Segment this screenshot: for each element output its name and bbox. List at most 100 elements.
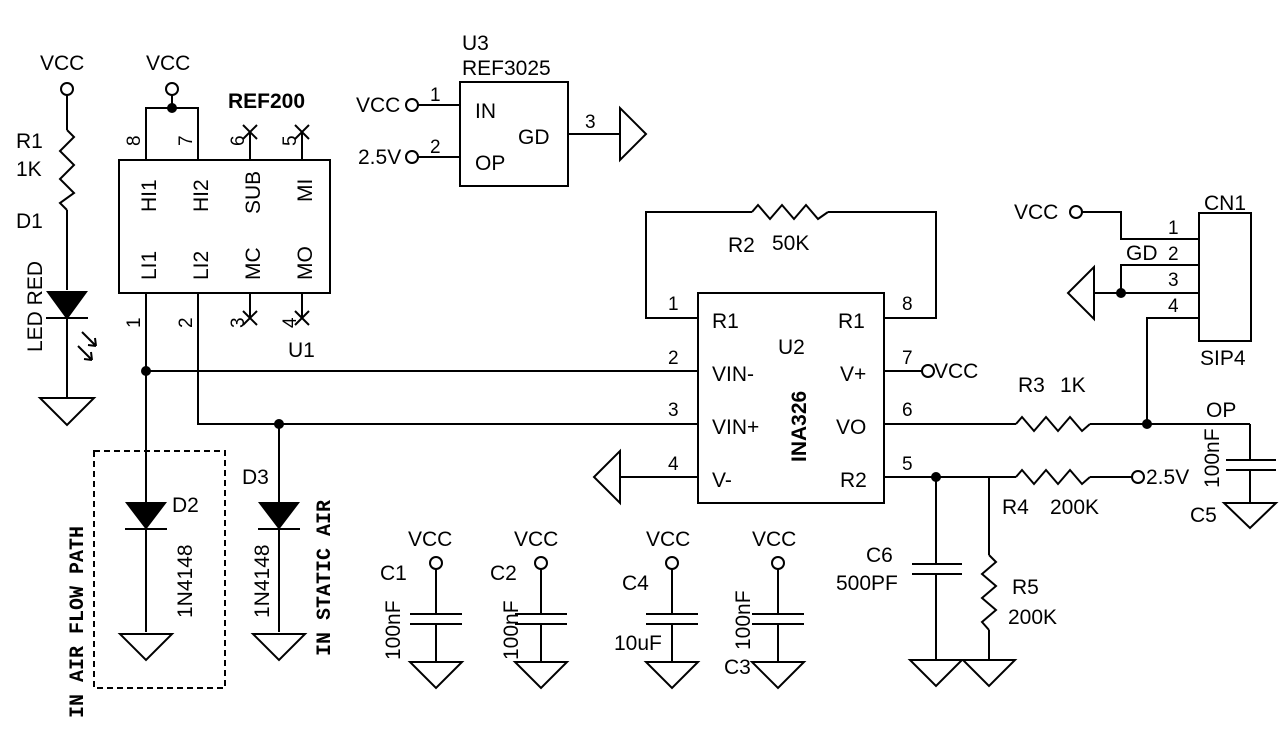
output-network: R3 1K OP 100nF C5 2.5V R4 200K C6 500PF	[836, 374, 1279, 688]
c3-value: 100nF	[732, 590, 755, 650]
u1-ref: U1	[288, 339, 315, 362]
cn1-pin1: 1	[1168, 218, 1179, 239]
ground-c3	[749, 661, 807, 690]
c5-value: 100nF	[1201, 428, 1224, 488]
u3-label-op: OP	[475, 152, 505, 175]
u2-label-r1-right: R1	[838, 310, 865, 333]
vcc-terminal-c2	[534, 556, 548, 570]
u2-pin3: 3	[668, 400, 679, 421]
v25-label-u3: 2.5V	[358, 146, 401, 169]
u2-pin7: 7	[902, 348, 913, 369]
u1-name: REF200	[228, 90, 305, 113]
cn1-body	[1198, 212, 1252, 342]
u2-name: INA326	[788, 391, 811, 462]
led-branch: VCC R1 1K D1 LED RED	[16, 52, 97, 427]
v25-terminal-r4	[1131, 470, 1145, 484]
r5-ref: R5	[1012, 576, 1039, 599]
cn1-ref: CN1	[1204, 192, 1246, 215]
r3-value: 1K	[1060, 374, 1086, 397]
d3-ref: D3	[242, 466, 269, 489]
note-static-air: IN STATIC AIR	[314, 500, 337, 656]
connector-cn1: CN1 SIP4 1 2 3 4 VCC GD	[1014, 192, 1252, 424]
u3-ref: U3	[462, 32, 489, 55]
vcc-terminal-c1	[429, 556, 443, 570]
air-flow-boundary	[93, 450, 226, 689]
d2-ref: D2	[172, 494, 199, 517]
ground-c1	[407, 661, 465, 690]
u3-label-gd: GD	[518, 126, 550, 149]
u2-label-vin-minus: VIN-	[712, 363, 754, 386]
diode-d3	[257, 502, 301, 530]
nc-mark-pin3	[242, 310, 258, 326]
u3-label-in: IN	[475, 100, 496, 123]
ina326-u2: U2 INA326 R1 VIN- VIN+ V- R1 V+ VO R2 1 …	[592, 203, 978, 506]
u3-name: REF3025	[462, 57, 551, 80]
ground-u3	[619, 105, 648, 163]
d3-value: 1N4148	[251, 544, 274, 618]
vcc-label-c2: VCC	[514, 528, 558, 551]
nc-mark-pin5	[294, 124, 310, 140]
r4-value: 200K	[1050, 496, 1099, 519]
u1-label-hi1: HI1	[138, 179, 161, 212]
led-light-arrows	[77, 331, 97, 361]
u2-label-r2: R2	[840, 469, 867, 492]
c2-value: 100nF	[500, 600, 523, 660]
u1-label-mo: MO	[294, 246, 317, 280]
u2-pin6: 6	[902, 400, 913, 421]
vcc-label-r1: VCC	[40, 52, 84, 75]
led-d1	[46, 291, 88, 320]
vcc-terminal-u1	[165, 82, 179, 96]
ground-r5	[960, 659, 1018, 688]
ground-cn1	[1066, 264, 1095, 322]
vcc-terminal-cn1	[1069, 205, 1083, 219]
u1-pin3: 3	[228, 317, 249, 328]
u2-pin1: 1	[668, 294, 679, 315]
resistor-r1	[58, 129, 76, 211]
ground-c4	[643, 661, 701, 690]
c6-value: 500PF	[836, 572, 898, 595]
u2-pin5: 5	[902, 454, 913, 475]
u2-label-v-minus: V-	[712, 469, 732, 492]
u2-label-vin-plus: VIN+	[712, 416, 759, 439]
nc-mark-pin6	[242, 124, 258, 140]
u1-label-mi: MI	[294, 179, 317, 202]
u1-pin7: 7	[176, 135, 197, 146]
u2-label-r1-left: R1	[712, 310, 739, 333]
sensor-diodes: D2 1N4148 IN AIR FLOW PATH D3 1N4148 IN …	[67, 293, 698, 718]
u2-body	[697, 292, 885, 504]
d1-ref: D1	[16, 210, 43, 233]
u1-pin6: 6	[228, 135, 249, 146]
u3-pin2: 2	[430, 137, 441, 158]
d2-value: 1N4148	[174, 544, 197, 618]
vcc-terminal-u2	[921, 364, 935, 378]
op-label: OP	[1206, 399, 1236, 422]
vcc-label-c1: VCC	[408, 528, 452, 551]
u1-label-li1: LI1	[138, 251, 161, 280]
vcc-label-c4: VCC	[646, 528, 690, 551]
u1-label-hi2: HI2	[190, 179, 213, 212]
c4-value: 10uF	[614, 632, 662, 655]
ground-d2	[117, 633, 175, 662]
resistor-r5	[980, 554, 998, 631]
u1-label-sub: SUB	[242, 171, 265, 214]
ground-d1	[37, 397, 97, 427]
u2-label-vo: VO	[836, 416, 866, 439]
vcc-terminal-c3	[771, 556, 785, 570]
vcc-label-u1: VCC	[146, 52, 190, 75]
u2-label-v-plus: V+	[840, 363, 866, 386]
ground-u2	[592, 448, 621, 506]
u2-pin8: 8	[902, 294, 913, 315]
c3-ref: C3	[724, 656, 751, 679]
u1-pin2: 2	[176, 317, 197, 328]
vcc-terminal-r1	[60, 82, 74, 96]
c1-ref: C1	[380, 562, 407, 585]
u1-body	[118, 159, 331, 294]
r4-ref: R4	[1002, 496, 1029, 519]
u3-pin3: 3	[585, 112, 596, 133]
ground-c2	[512, 661, 570, 690]
ground-c5	[1221, 502, 1279, 530]
u2-pin2: 2	[668, 348, 679, 369]
u1-label-li2: LI2	[190, 251, 213, 280]
u2-ref: U2	[778, 336, 805, 359]
u3-pin1: 1	[430, 85, 441, 106]
